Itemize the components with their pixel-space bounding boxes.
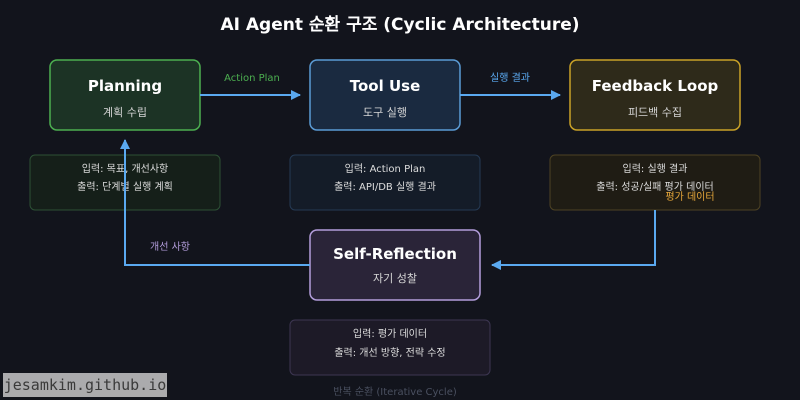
feedback-loop-subtitle: 피드백 수집 xyxy=(628,106,682,119)
tool-use-subtitle: 도구 실행 xyxy=(363,106,407,119)
watermark: jesamkim.github.io xyxy=(3,373,167,397)
reflection-output: 출력: 개선 방향, 전략 수정 xyxy=(334,347,445,359)
edge-label-improvements: 개선 사항 xyxy=(150,241,190,253)
tool-use-input: 입력: Action Plan xyxy=(345,162,426,175)
reflection-io-box: 입력: 평가 데이터 출력: 개선 방향, 전략 수정 xyxy=(289,319,491,376)
self-reflection-node: Self-Reflection 자기 성찰 xyxy=(309,229,481,301)
tool-use-node: Tool Use 도구 실행 xyxy=(309,59,461,131)
planning-subtitle: 계획 수립 xyxy=(103,106,147,119)
arrow-reflection-to-planning xyxy=(120,139,310,266)
arrow-feedback-to-reflection xyxy=(491,210,656,270)
reflection-input: 입력: 평가 데이터 xyxy=(353,327,427,340)
self-reflection-title: Self-Reflection xyxy=(333,245,457,263)
tool-use-io-box: 입력: Action Plan 출력: API/DB 실행 결과 xyxy=(289,154,481,211)
footer-caption: 반복 순환 (Iterative Cycle) xyxy=(333,386,457,398)
feedback-loop-title: Feedback Loop xyxy=(592,77,719,95)
tool-use-output: 출력: API/DB 실행 결과 xyxy=(334,181,436,193)
tool-use-title: Tool Use xyxy=(350,77,421,95)
feedback-loop-node: Feedback Loop 피드백 수집 xyxy=(569,59,741,131)
diagram-title: AI Agent 순환 구조 (Cyclic Architecture) xyxy=(220,15,579,35)
feedback-input: 입력: 실행 결과 xyxy=(623,162,688,175)
edge-label-action-plan: Action Plan xyxy=(224,73,280,84)
planning-title: Planning xyxy=(88,77,162,95)
planning-node: Planning 계획 수립 xyxy=(49,59,201,131)
self-reflection-subtitle: 자기 성찰 xyxy=(373,272,417,285)
feedback-io-box: 입력: 실행 결과 출력: 성공/실패 평가 데이터 평가 데이터 xyxy=(549,154,761,211)
feedback-output: 출력: 성공/실패 평가 데이터 xyxy=(596,181,713,193)
feedback-output-overflow: 평가 데이터 xyxy=(665,191,714,203)
edge-label-execution-result: 실행 결과 xyxy=(490,72,530,84)
